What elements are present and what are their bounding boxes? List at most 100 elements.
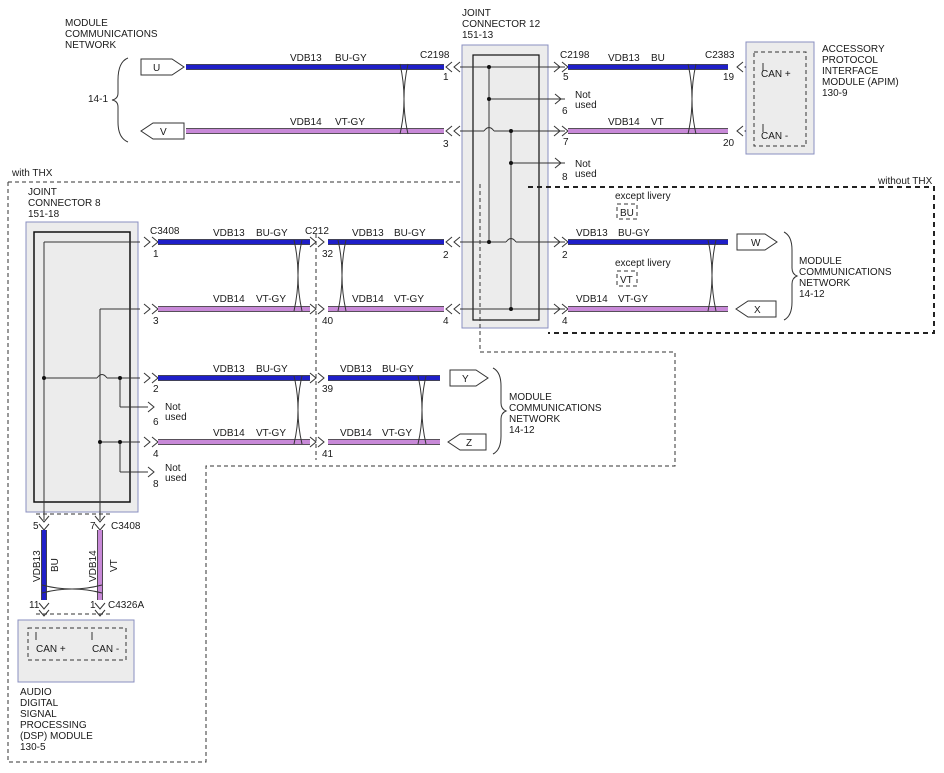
jc12-right-lower-pins: 2 4	[553, 236, 569, 327]
wire-vdb14-right-lower: VDB14 VT-GY	[568, 294, 728, 312]
joint-connector-12: JOINT CONNECTOR 12 151-13	[460, 8, 565, 329]
svg-text:5: 5	[33, 521, 39, 532]
wire-vdb14-c212-jc12: VDB14 VT-GY	[328, 294, 444, 312]
wire-vdb13-jc8-y: VDB13 BU-GY	[158, 364, 310, 381]
svg-text:NETWORK: NETWORK	[799, 278, 850, 289]
svg-text:CAN +: CAN +	[761, 69, 791, 80]
svg-text:2: 2	[443, 250, 449, 261]
svg-text:Z: Z	[466, 438, 472, 449]
svg-text:1: 1	[90, 600, 96, 611]
svg-text:CONNECTOR 8: CONNECTOR 8	[28, 198, 101, 209]
svg-text:BU-GY: BU-GY	[394, 228, 426, 239]
svg-text:11: 11	[29, 600, 40, 611]
svg-text:AUDIO: AUDIO	[20, 687, 52, 698]
svg-text:JOINT: JOINT	[462, 8, 491, 19]
dsp-label: AUDIO DIGITAL SIGNAL PROCESSING (DSP) MO…	[20, 687, 93, 753]
svg-text:COMMUNICATIONS: COMMUNICATIONS	[509, 403, 602, 414]
svg-text:VDB13: VDB13	[340, 364, 372, 375]
wire-vdb13-dsp: VDB13 BU	[32, 530, 61, 600]
svg-text:14-12: 14-12	[509, 425, 535, 436]
twist-top-left	[399, 63, 409, 135]
wire-vdb13-c212-y: VDB13 BU-GY	[328, 364, 440, 381]
not-used-pin-8-left: Not used 8	[147, 463, 187, 490]
svg-text:CAN -: CAN -	[761, 131, 788, 142]
svg-text:151-18: 151-18	[28, 209, 60, 220]
with-thx-label: with THX	[11, 168, 53, 179]
connector-v: V	[140, 122, 185, 140]
svg-text:BU-GY: BU-GY	[335, 53, 367, 64]
svg-text:6: 6	[153, 417, 159, 428]
svg-text:used: used	[165, 412, 187, 423]
svg-text:VDB14: VDB14	[340, 428, 372, 439]
wire-vdb14-top-right: VDB14 VT	[568, 117, 728, 134]
svg-text:used: used	[575, 169, 597, 180]
left-brace	[111, 57, 129, 143]
svg-text:VT: VT	[620, 275, 633, 286]
wire-vdb14-jc8-c212: VDB14 VT-GY	[158, 294, 310, 312]
mid-brace	[492, 367, 508, 455]
svg-text:41: 41	[322, 449, 334, 460]
svg-text:130-5: 130-5	[20, 742, 46, 753]
svg-text:BU-GY: BU-GY	[256, 228, 288, 239]
twist-jc8-lower	[293, 375, 303, 445]
svg-text:BU-GY: BU-GY	[382, 364, 414, 375]
svg-text:VT-GY: VT-GY	[382, 428, 412, 439]
svg-text:used: used	[575, 100, 597, 111]
svg-text:MODULE: MODULE	[799, 256, 842, 267]
svg-text:(DSP) MODULE: (DSP) MODULE	[20, 731, 93, 742]
svg-text:40: 40	[322, 316, 334, 327]
svg-text:CONNECTOR 12: CONNECTOR 12	[462, 19, 541, 30]
svg-text:VDB14: VDB14	[213, 428, 245, 439]
svg-text:VDB13: VDB13	[290, 53, 322, 64]
not-used-pin-8-top: Not used 8	[554, 157, 597, 183]
with-thx-boundary	[7, 181, 676, 763]
svg-text:7: 7	[563, 137, 569, 148]
svg-text:C2198: C2198	[420, 50, 450, 61]
svg-text:Not: Not	[165, 463, 181, 474]
svg-text:VT-GY: VT-GY	[618, 294, 648, 305]
svg-text:CAN +: CAN +	[36, 644, 66, 655]
svg-text:MODULE (APIM): MODULE (APIM)	[822, 77, 899, 88]
joint-connector-8-label: JOINT CONNECTOR 8 151-18	[28, 187, 101, 220]
svg-text:32: 32	[322, 249, 334, 260]
svg-text:3: 3	[153, 316, 159, 327]
svg-text:1: 1	[443, 72, 449, 83]
svg-text:VDB14: VDB14	[88, 550, 99, 582]
svg-text:8: 8	[153, 479, 159, 490]
wire-vdb13-right-lower: VDB13 BU-GY	[568, 228, 728, 245]
svg-text:20: 20	[723, 138, 735, 149]
wire-vdb14-c212-z: VDB14 VT-GY	[328, 428, 440, 445]
svg-text:VDB13: VDB13	[608, 53, 640, 64]
svg-text:VDB14: VDB14	[290, 117, 322, 128]
top-mcn-label: MODULE COMMUNICATIONS NETWORK	[65, 18, 158, 51]
svg-text:C3408: C3408	[111, 521, 141, 532]
connector-u: U	[140, 58, 185, 76]
twist-c212-yz	[417, 375, 427, 445]
c4326a: 11 1 C4326A	[29, 600, 144, 617]
svg-text:ACCESSORY: ACCESSORY	[822, 44, 885, 55]
svg-text:4: 4	[153, 449, 159, 460]
svg-text:COMMUNICATIONS: COMMUNICATIONS	[65, 29, 158, 40]
svg-text:VT: VT	[651, 117, 664, 128]
svg-text:Not: Not	[165, 402, 181, 413]
svg-text:C3408: C3408	[150, 226, 180, 237]
dsp-module: CAN + CAN -	[17, 619, 135, 683]
svg-text:DIGITAL: DIGITAL	[20, 698, 59, 709]
svg-text:3: 3	[443, 139, 449, 150]
svg-text:1: 1	[153, 249, 159, 260]
svg-text:4: 4	[562, 316, 568, 327]
not-used-pin-6-left: Not used 6	[147, 401, 187, 428]
connector-w: W	[736, 233, 778, 251]
svg-text:VDB13: VDB13	[213, 364, 245, 375]
svg-text:BU: BU	[651, 53, 665, 64]
svg-text:VT: VT	[109, 559, 120, 572]
svg-text:C4326A: C4326A	[108, 600, 144, 611]
not-used-pin-6-top: Not used 6	[554, 90, 597, 117]
right-mcn-label: MODULE COMMUNICATIONS NETWORK 14-12	[799, 256, 892, 300]
twist-dsp	[41, 584, 103, 594]
svg-text:6: 6	[562, 106, 568, 117]
wire-vdb13-c212-jc12: VDB13 BU-GY	[328, 228, 444, 245]
svg-text:NETWORK: NETWORK	[65, 40, 116, 51]
svg-text:except livery: except livery	[615, 191, 671, 202]
